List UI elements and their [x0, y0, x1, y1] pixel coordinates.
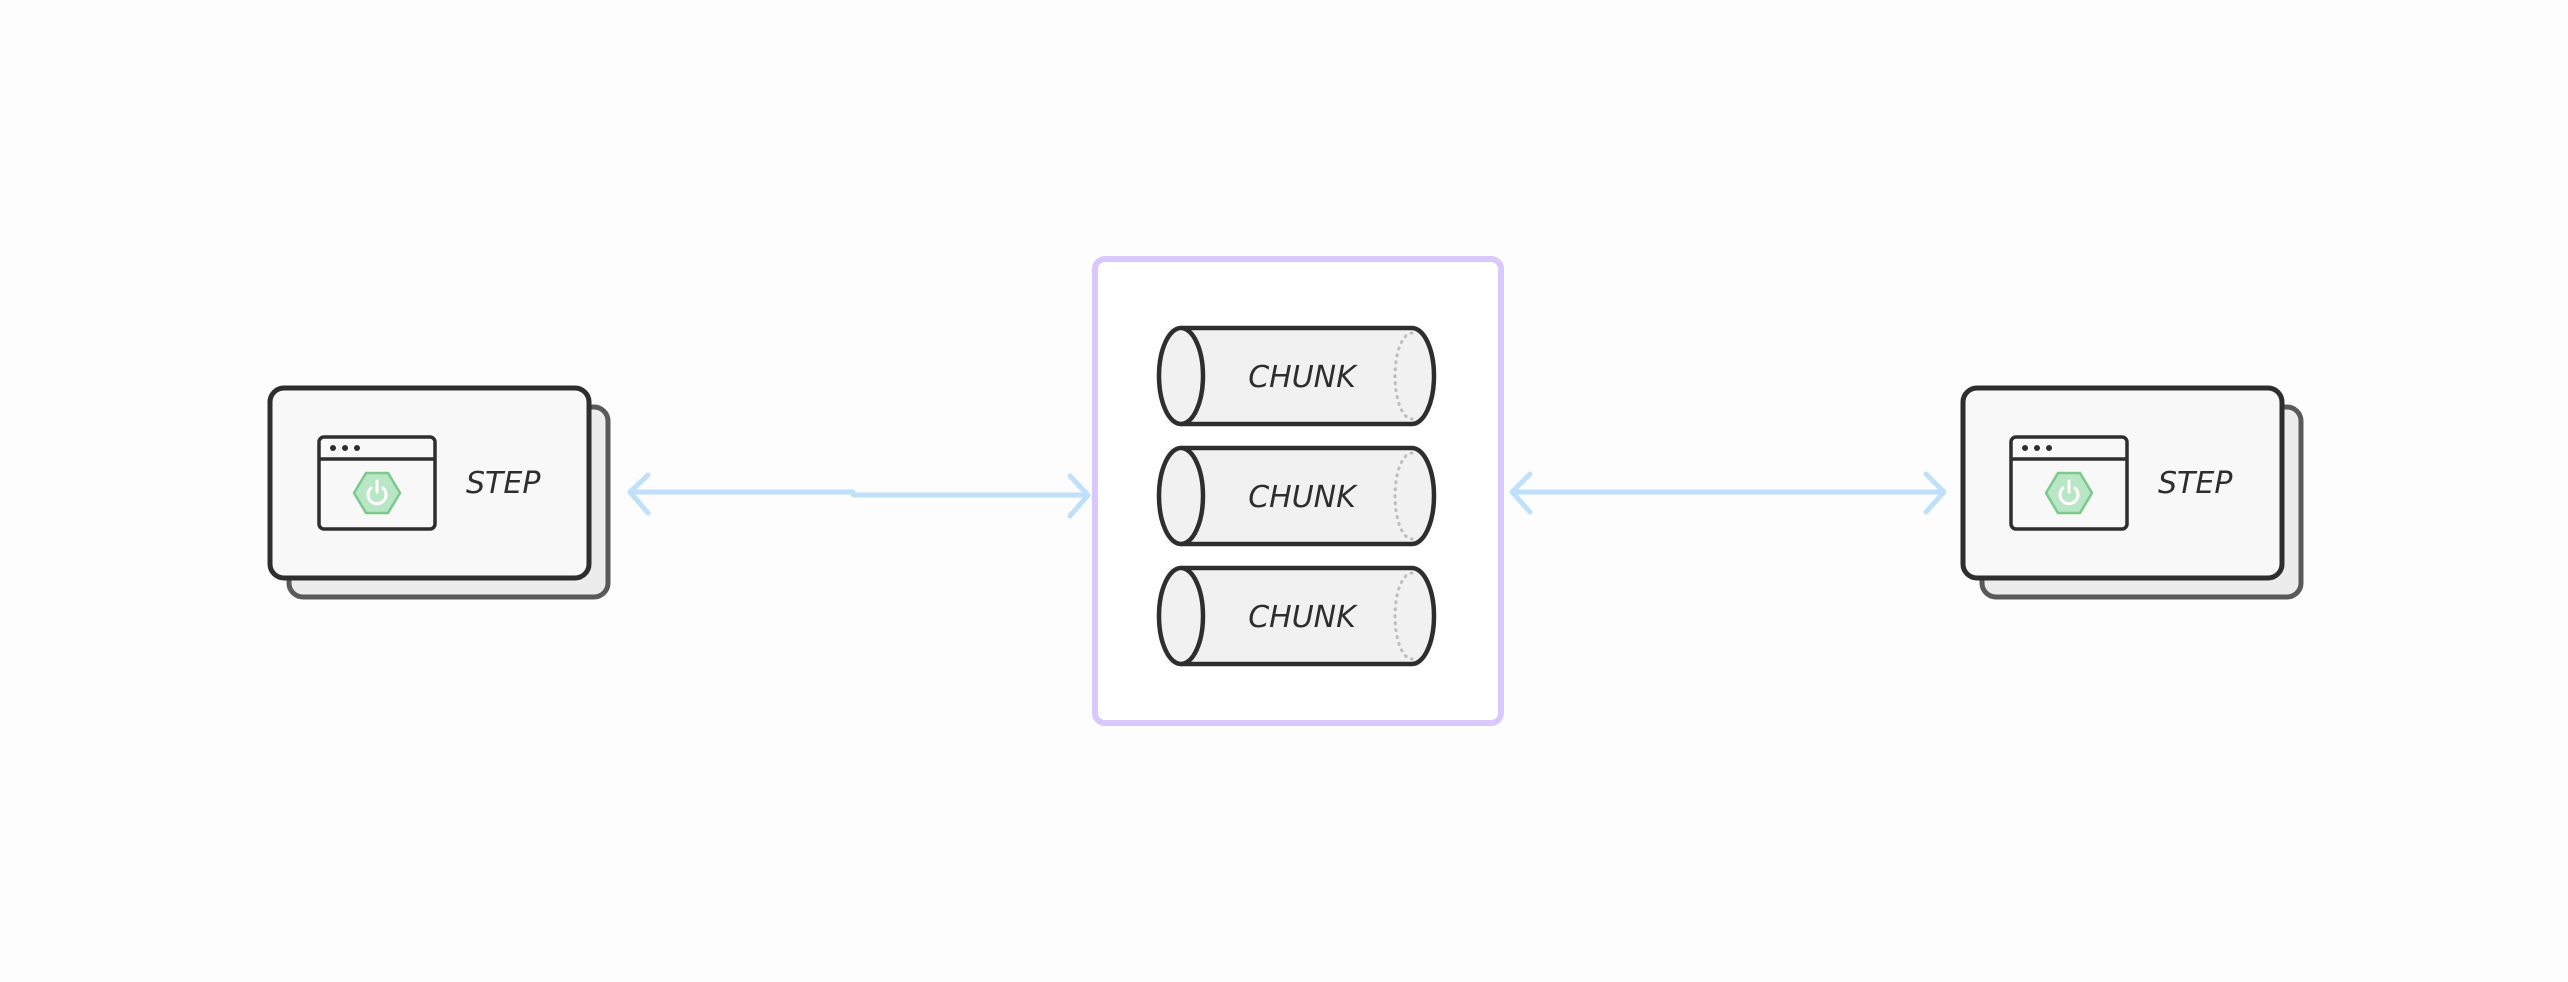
left-arrow-head-left	[627, 472, 651, 516]
left-step-card: STEP	[267, 385, 611, 600]
right-step-app-window-icon	[2009, 435, 2129, 531]
right-step-card: STEP	[1960, 385, 2304, 600]
chunk-cylinder: CHUNK	[1156, 565, 1437, 667]
chunk-cylinder: CHUNK	[1156, 325, 1437, 427]
right-bidirectional-arrow	[1509, 471, 1947, 515]
chunk-label: CHUNK	[1248, 480, 1358, 515]
spring-power-icon	[352, 471, 402, 515]
left-arrow-head-right	[1067, 473, 1091, 519]
left-step-label: STEP	[466, 466, 541, 501]
left-bidirectional-arrow	[627, 472, 1091, 519]
chunk-cylinder: CHUNK	[1156, 445, 1437, 547]
chunk-label: CHUNK	[1248, 600, 1358, 635]
right-step-label: STEP	[2158, 466, 2233, 501]
left-step-app-window-icon	[317, 435, 437, 531]
spring-power-icon	[2044, 471, 2094, 515]
right-arrow-head-right	[1923, 471, 1947, 515]
right-arrow-head-left	[1509, 471, 1533, 515]
chunk-label: CHUNK	[1248, 360, 1358, 395]
